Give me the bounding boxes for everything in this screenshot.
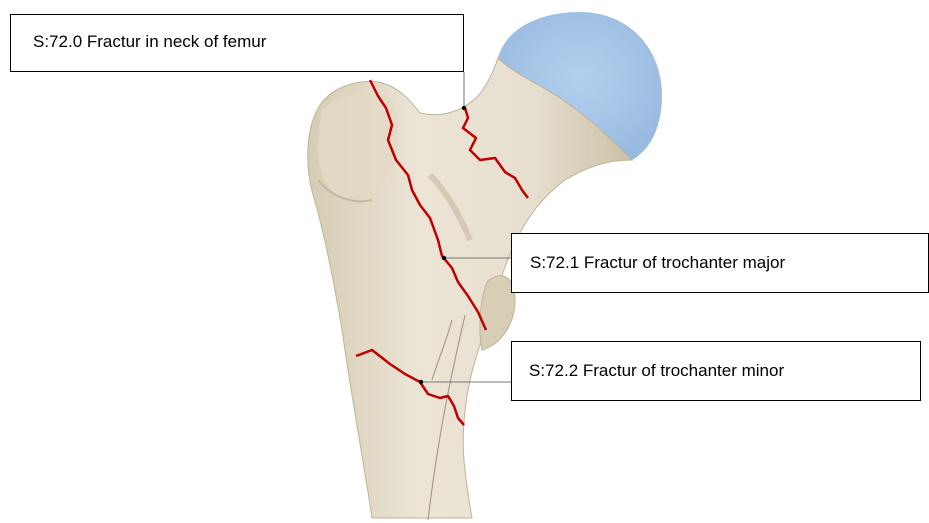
callout-trochanter-major-fracture: S:72.1 Fractur of trochanter major: [511, 233, 929, 293]
label-trochanter-major-fracture: S:72.1 Fractur of trochanter major: [530, 253, 785, 273]
callout-trochanter-minor-fracture: S:72.2 Fractur of trochanter minor: [511, 341, 921, 401]
label-trochanter-minor-fracture: S:72.2 Fractur of trochanter minor: [529, 361, 784, 381]
point-neck: [462, 106, 466, 110]
callout-neck-fracture: S:72.0 Fractur in neck of femur: [10, 14, 464, 72]
label-neck-fracture: S:72.0 Fractur in neck of femur: [33, 32, 266, 52]
point-trochanter-major: [442, 256, 446, 260]
point-trochanter-minor: [419, 380, 423, 384]
lesser-trochanter: [480, 276, 515, 350]
